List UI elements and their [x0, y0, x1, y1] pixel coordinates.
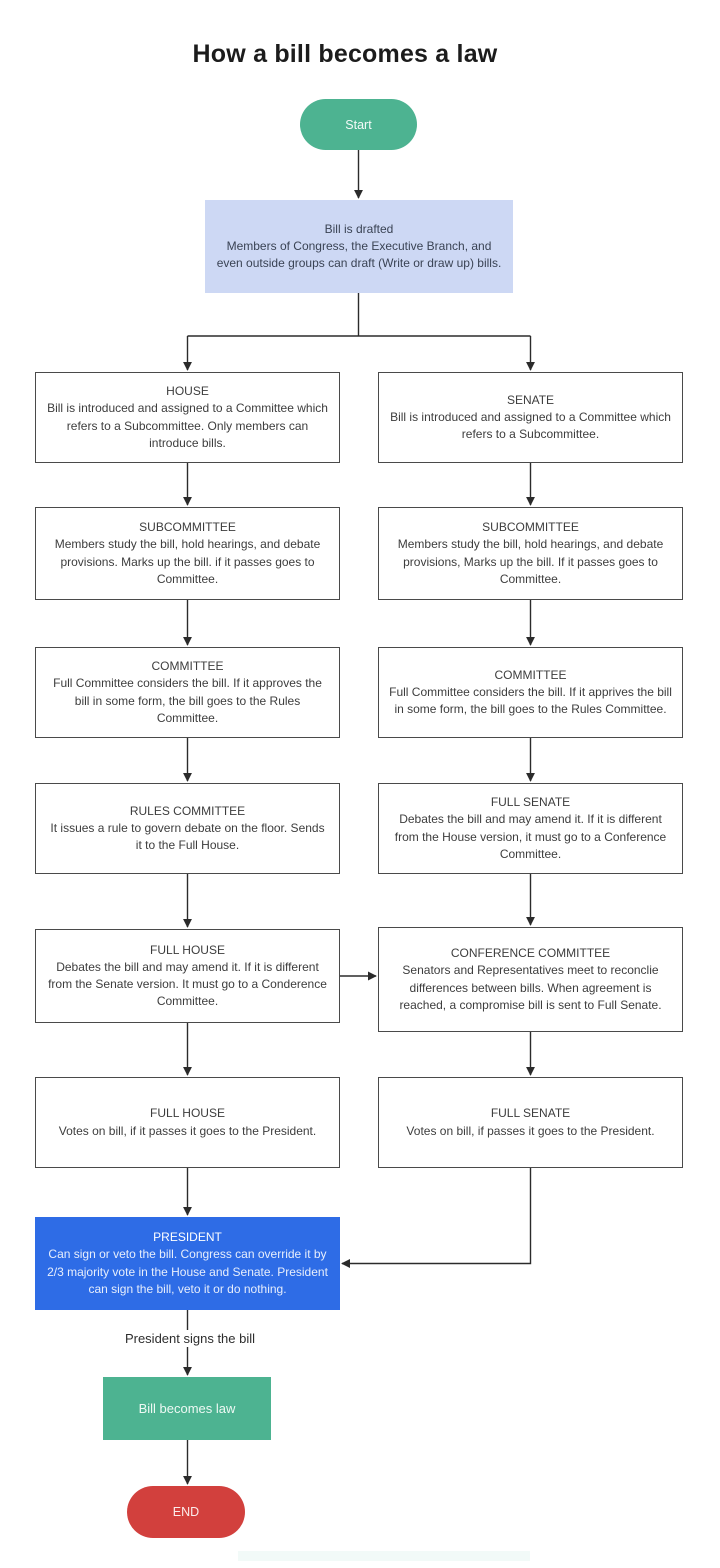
- full-senate-debate-body: Debates the bill and may amend it. If it…: [394, 812, 667, 861]
- president-node: PRESIDENT Can sign or veto the bill. Con…: [35, 1217, 340, 1310]
- page-title: How a bill becomes a law: [192, 40, 498, 68]
- full-senate-vote-body: Votes on bill, if passes it goes to the …: [406, 1123, 655, 1138]
- full-house-vote-node: FULL HOUSE Votes on bill, if it passes i…: [35, 1077, 340, 1168]
- house-subcommittee-body: Members study the bill, hold hearings, a…: [54, 537, 321, 586]
- full-senate-vote-node: FULL SENATE Votes on bill, if passes it …: [378, 1077, 683, 1168]
- senate-committee-body: Full Committee considers the bill. If it…: [389, 684, 672, 717]
- conference-committee-body: Senators and Representatives meet to rec…: [399, 963, 662, 1012]
- house-committee-body: Full Committee considers the bill. If it…: [53, 676, 322, 725]
- senate-committee-title: COMMITTEE: [494, 667, 567, 682]
- end-node: END: [127, 1486, 245, 1538]
- full-house-debate-node: FULL HOUSE Debates the bill and may amen…: [35, 929, 340, 1023]
- full-senate-debate-title: FULL SENATE: [490, 795, 571, 810]
- house-body: Bill is introduced and assigned to a Com…: [47, 401, 328, 450]
- bill-becomes-law-node: Bill becomes law: [103, 1377, 271, 1440]
- senate-subcommittee-body: Members study the bill, hold hearings, a…: [397, 537, 664, 586]
- conference-committee-node: CONFERENCE COMMITTEE Senators and Repres…: [378, 927, 683, 1032]
- full-senate-vote-title: FULL SENATE: [490, 1106, 571, 1121]
- full-house-vote-title: FULL HOUSE: [150, 1106, 225, 1121]
- start-node: Start: [300, 99, 417, 150]
- full-house-debate-title: FULL HOUSE: [150, 942, 225, 957]
- rules-committee-body: It issues a rule to govern debate on the…: [50, 820, 325, 853]
- house-node: HOUSE Bill is introduced and assigned to…: [35, 372, 340, 463]
- rules-committee-title: RULES COMMITTEE: [129, 803, 246, 818]
- bill-drafted-node: Bill is drafted Members of Congress, the…: [205, 200, 513, 293]
- bottom-edge-artifact: [238, 1551, 530, 1561]
- bill-drafted-title: Bill is drafted: [324, 221, 394, 236]
- full-house-vote-body: Votes on bill, if it passes it goes to t…: [58, 1123, 317, 1138]
- full-house-debate-body: Debates the bill and may amend it. If it…: [48, 959, 327, 1009]
- house-subcommittee-title: SUBCOMMITTEE: [139, 520, 236, 535]
- end-label: END: [172, 1505, 200, 1519]
- start-label: Start: [345, 117, 372, 132]
- president-body: Can sign or veto the bill. Congress can …: [47, 1247, 328, 1296]
- full-senate-debate-node: FULL SENATE Debates the bill and may ame…: [378, 783, 683, 874]
- house-title: HOUSE: [166, 384, 209, 399]
- senate-body: Bill is introduced and assigned to a Com…: [390, 409, 671, 442]
- senate-committee-node: COMMITTEE Full Committee considers the b…: [378, 647, 683, 738]
- house-subcommittee-node: SUBCOMMITTEE Members study the bill, hol…: [35, 507, 340, 600]
- senate-title: SENATE: [506, 392, 555, 407]
- president-title: PRESIDENT: [153, 1230, 222, 1245]
- conference-committee-title: CONFERENCE COMMITTEE: [450, 946, 611, 961]
- senate-subcommittee-title: SUBCOMMITTEE: [482, 520, 579, 535]
- senate-subcommittee-node: SUBCOMMITTEE Members study the bill, hol…: [378, 507, 683, 600]
- bill-drafted-body: Members of Congress, the Executive Branc…: [216, 238, 502, 271]
- bill-becomes-law-label: Bill becomes law: [138, 1401, 236, 1416]
- rules-committee-node: RULES COMMITTEE It issues a rule to gove…: [35, 783, 340, 874]
- president-signs-label: President signs the bill: [110, 1330, 270, 1347]
- house-committee-node: COMMITTEE Full Committee considers the b…: [35, 647, 340, 738]
- connector-senatevote-to-president: [341, 1168, 532, 1268]
- senate-node: SENATE Bill is introduced and assigned t…: [378, 372, 683, 463]
- house-committee-title: COMMITTEE: [151, 659, 224, 674]
